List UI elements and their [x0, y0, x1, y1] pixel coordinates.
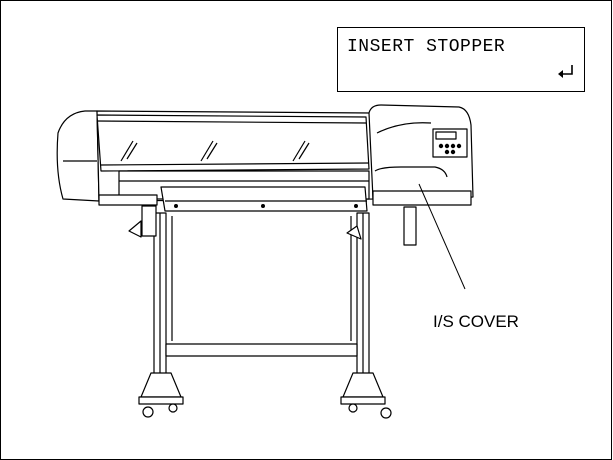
enter-return-arrow-icon: [558, 65, 573, 78]
callout-leader-line: [418, 183, 466, 290]
lcd-message: INSERT STOPPER: [347, 37, 506, 57]
lcd-display: INSERT STOPPER: [337, 27, 585, 92]
stand: [128, 205, 417, 419]
is-cover-label: I/S COVER: [433, 312, 519, 331]
is-cover-housing: [368, 104, 474, 206]
printer-body: [56, 110, 374, 212]
